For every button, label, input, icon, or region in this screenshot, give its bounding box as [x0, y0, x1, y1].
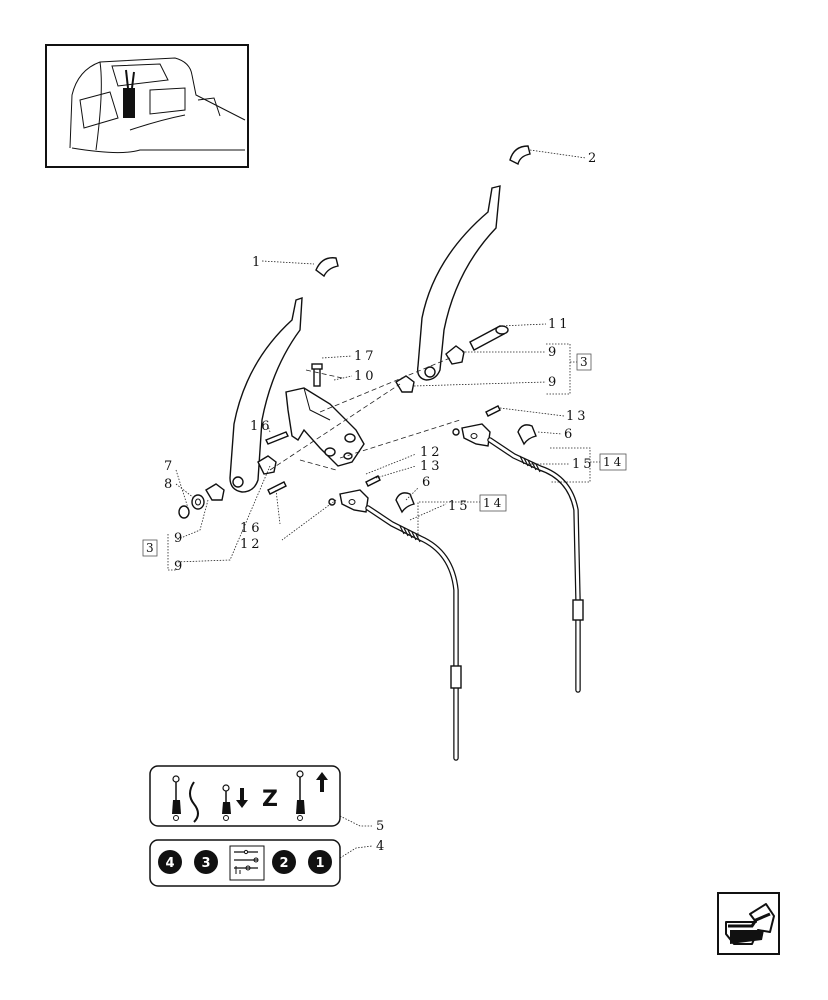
assembly-box-14-left: 14: [479, 494, 507, 512]
bushing-9-left: [205, 455, 277, 501]
lever-float-icon: [172, 775, 199, 823]
clip-6-left: [395, 492, 415, 514]
label-12-upper: 12: [420, 445, 443, 460]
assembly-box-3-left: 3: [142, 539, 158, 557]
left-control-lever: [229, 297, 303, 493]
right-control-lever: [416, 185, 501, 381]
lever-knob-2: [509, 145, 531, 166]
pin-11: [469, 325, 509, 351]
lever-bracket: [285, 387, 365, 467]
bolt-16-upper: [265, 431, 289, 445]
label-5: 5: [376, 819, 387, 834]
tractor-cab-location-icon: [45, 44, 249, 168]
label-16-upper: 16: [250, 419, 273, 434]
label-12-lower: 12: [240, 537, 263, 552]
svg-text:1: 1: [315, 856, 324, 871]
bushing-9-mid: [395, 375, 415, 393]
circlip-7: [178, 505, 190, 519]
left-control-cable: [328, 489, 462, 761]
label-6-left: 6: [422, 475, 433, 490]
label-9-lower-a: 9: [174, 531, 185, 546]
bolt-13-right: [485, 405, 501, 417]
lever-raise-icon: [296, 770, 328, 821]
label-9-lower-b: 9: [174, 559, 185, 574]
label-7: 7: [164, 459, 175, 474]
cable-connection-icon: [229, 845, 265, 881]
svg-text:4: 4: [165, 856, 174, 871]
label-2: 2: [588, 151, 599, 166]
badge-1: 1: [308, 850, 332, 874]
label-14-left: 14: [483, 496, 504, 510]
label-15-right: 15: [572, 457, 595, 472]
label-17: 17: [354, 349, 377, 364]
label-13-right: 13: [566, 409, 589, 424]
lever-lower-icon: [222, 784, 248, 821]
bushing-9-right: [445, 345, 465, 365]
svg-text:2: 2: [279, 856, 288, 871]
label-3-left: 3: [146, 541, 157, 555]
lever-knob-1: [315, 257, 339, 278]
label-1: 1: [252, 255, 263, 270]
badge-4: 4: [158, 850, 182, 874]
label-8: 8: [164, 477, 175, 492]
svg-text:3: 3: [201, 856, 210, 871]
label-6-right: 6: [564, 427, 575, 442]
label-13-left: 13: [420, 459, 443, 474]
bolt-16-lower: [267, 481, 287, 495]
label-10: 10: [354, 369, 377, 384]
badge-3: 3: [194, 850, 218, 874]
label-11: 11: [548, 317, 571, 332]
assembly-box-14-right: 14: [599, 453, 627, 471]
decal-5: Z: [149, 765, 341, 827]
assembly-box-3-right: 3: [576, 353, 592, 371]
label-4: 4: [376, 839, 387, 854]
label-16-lower: 16: [240, 521, 263, 536]
decal-4: 4 3 2 1: [149, 839, 341, 887]
clip-6-right: [517, 424, 537, 446]
label-9-upper: 9: [548, 345, 559, 360]
next-page-arrow-icon[interactable]: [717, 892, 780, 955]
bolt-17: [311, 363, 323, 387]
label-14-right: 14: [603, 455, 624, 469]
washer-8: [191, 494, 205, 510]
badge-2: 2: [272, 850, 296, 874]
right-control-cable: [452, 423, 584, 693]
decal-letter: Z: [262, 787, 278, 812]
bolt-13-left: [365, 475, 381, 487]
label-3-right: 3: [580, 355, 591, 369]
label-15-left: 15: [448, 499, 471, 514]
label-9-middle: 9: [548, 375, 559, 390]
